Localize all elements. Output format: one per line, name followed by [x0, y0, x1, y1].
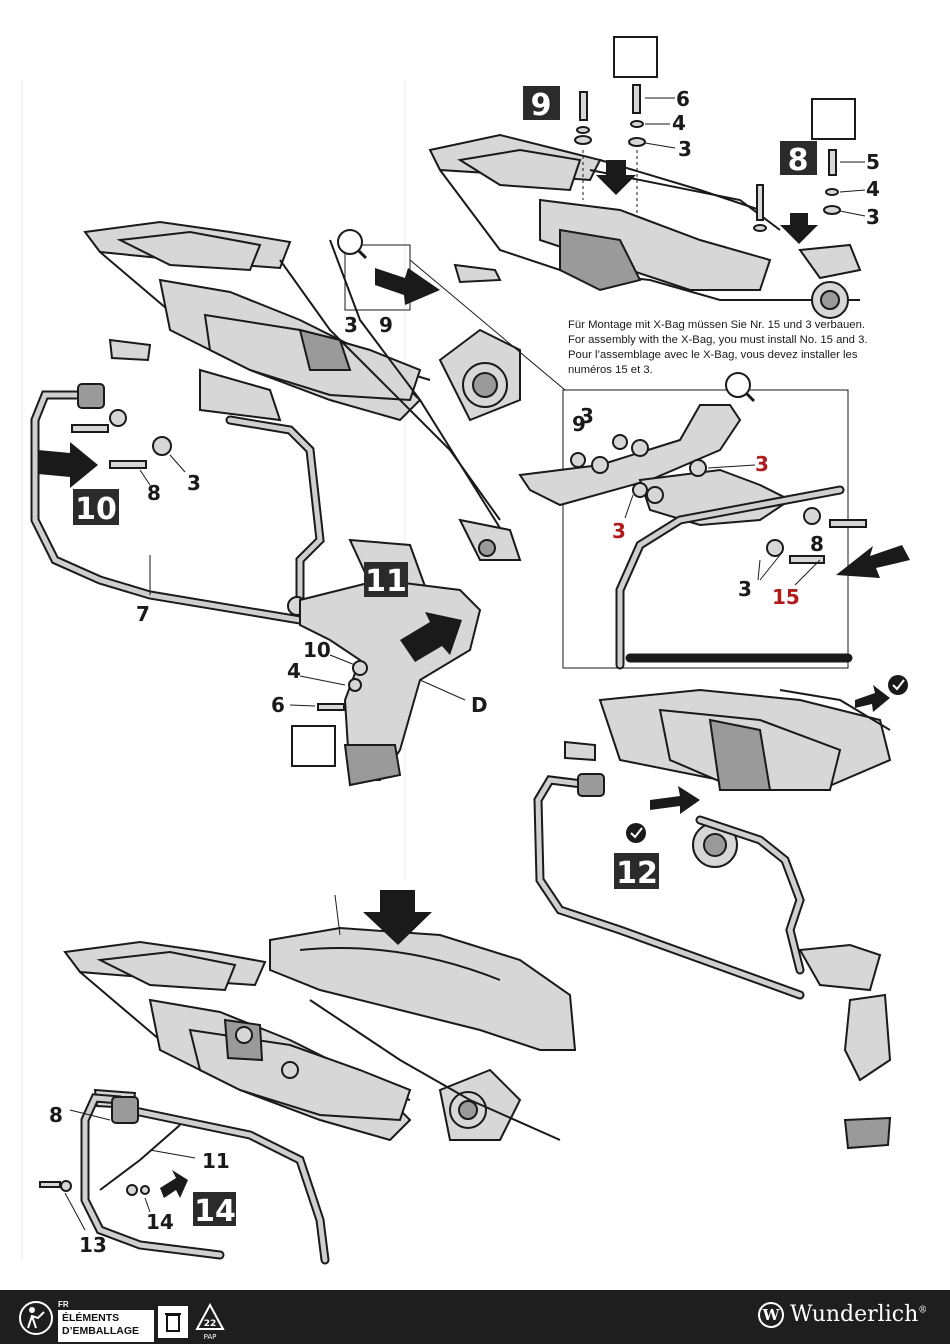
xbag-note: Für Montage mit X-Bag müssen Sie Nr. 15 …	[568, 318, 908, 378]
step-badge-10: 10	[73, 489, 119, 527]
step-badge-11: 11	[364, 562, 408, 599]
callout-3-red: 3	[612, 519, 626, 543]
callout-15-red: 15	[772, 585, 800, 609]
svg-text:11: 11	[365, 564, 407, 599]
top-rack-illustration	[428, 84, 866, 319]
brand-logo: W	[758, 1302, 784, 1328]
magnifier-icon	[337, 229, 368, 260]
callout-3-red: 3	[755, 452, 769, 476]
step-badge-12: 12	[614, 853, 659, 891]
note-line-de: Für Montage mit X-Bag müssen Sie Nr. 15 …	[568, 319, 866, 331]
callout-3: 3	[580, 404, 594, 428]
empty-checkbox	[613, 36, 658, 78]
zoom-illustration	[518, 404, 910, 670]
triman-icon	[19, 1301, 53, 1335]
step-badge-9: 9	[523, 86, 560, 123]
svg-text:10: 10	[75, 492, 117, 527]
left-main-illustration	[30, 220, 566, 787]
note-line-fr: Pour l’assemblage avec le X-Bag, vous de…	[568, 349, 858, 361]
callout-7: 7	[136, 602, 150, 626]
bin-icon	[158, 1306, 188, 1338]
checkmark-icon	[888, 675, 908, 695]
svg-text:12: 12	[616, 856, 658, 891]
magnifier-icon	[725, 372, 756, 403]
callout-9: 9	[379, 313, 393, 337]
callout-9: 9	[572, 412, 586, 436]
callout-3: 3	[344, 313, 358, 337]
callout-8: 8	[147, 481, 161, 505]
country-tag: FR	[58, 1300, 69, 1309]
packaging-line-2: D’EMBALLAGE	[62, 1325, 139, 1337]
step-badge-14: 14	[193, 1192, 236, 1229]
brand-text: Wunderlich	[790, 1302, 919, 1327]
callout-4: 4	[287, 659, 301, 683]
svg-text:8: 8	[788, 143, 809, 178]
callout-3: 3	[187, 471, 201, 495]
seat-illustration	[39, 890, 577, 1265]
callout-13: 13	[79, 1233, 107, 1257]
callout-6: 6	[676, 87, 690, 111]
brand-name: Wunderlich®	[790, 1302, 927, 1327]
callout-10: 10	[303, 638, 331, 662]
callout-6: 6	[271, 693, 285, 717]
empty-checkbox	[291, 725, 336, 767]
callout-8: 8	[810, 532, 824, 556]
callout-11: 11	[202, 1149, 230, 1173]
step12-illustration	[533, 685, 892, 1150]
svg-text:9: 9	[531, 88, 552, 123]
callout-4: 4	[672, 111, 686, 135]
checkmark-icon	[626, 823, 646, 843]
note-line-en: For assembly with the X-Bag, you must in…	[568, 334, 868, 346]
callout-3: 3	[678, 137, 692, 161]
packaging-line-1: ÉLÉMENTS	[62, 1312, 120, 1324]
packaging-label: ÉLÉMENTS D’EMBALLAGE	[58, 1310, 154, 1342]
svg-text:PAP: PAP	[204, 1333, 217, 1341]
empty-checkbox	[811, 98, 856, 140]
svg-text:22: 22	[204, 1319, 217, 1329]
callout-14: 14	[146, 1210, 174, 1234]
callout-8: 8	[49, 1103, 63, 1127]
callout-3: 3	[738, 577, 752, 601]
brand-registered: ®	[918, 1305, 928, 1316]
svg-text:14: 14	[194, 1194, 236, 1229]
callout-3: 3	[866, 205, 880, 229]
callout-4: 4	[866, 177, 880, 201]
step-badge-8: 8	[780, 141, 817, 178]
note-line-fr-2: numéros 15 et 3.	[568, 364, 653, 376]
callout-5: 5	[866, 150, 880, 174]
callout-D: D	[471, 693, 488, 717]
recycle-icon: 22 PAP	[195, 1302, 225, 1341]
